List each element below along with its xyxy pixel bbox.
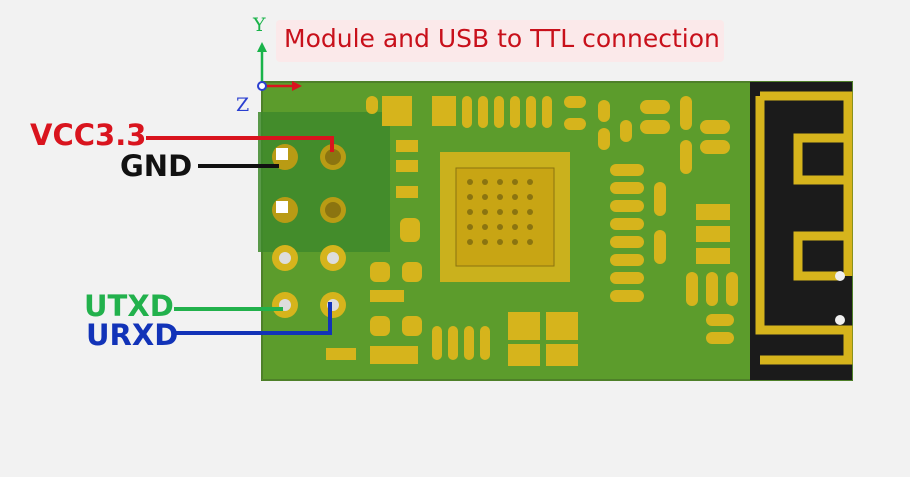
chip-via-grid [467, 179, 533, 245]
title-banner [276, 20, 724, 62]
axis-y-label: Y [253, 14, 266, 36]
component-pads [326, 96, 738, 366]
vcc-pin-label: VCC3.3 [30, 118, 147, 152]
utxd-pin-label: UTXD [84, 289, 174, 323]
axis-z-label: Z [236, 94, 250, 116]
urxd-pin-label: URXD [86, 318, 179, 352]
pin-header [258, 112, 390, 252]
antenna-trace [760, 91, 853, 281]
vcc-wire [146, 136, 334, 152]
header-pads [272, 144, 346, 318]
gnd-pin-label: GND [120, 149, 193, 183]
antenna-area [750, 82, 852, 380]
urxd-wire [175, 302, 332, 335]
page-title: Module and USB to TTL connection [284, 24, 720, 53]
